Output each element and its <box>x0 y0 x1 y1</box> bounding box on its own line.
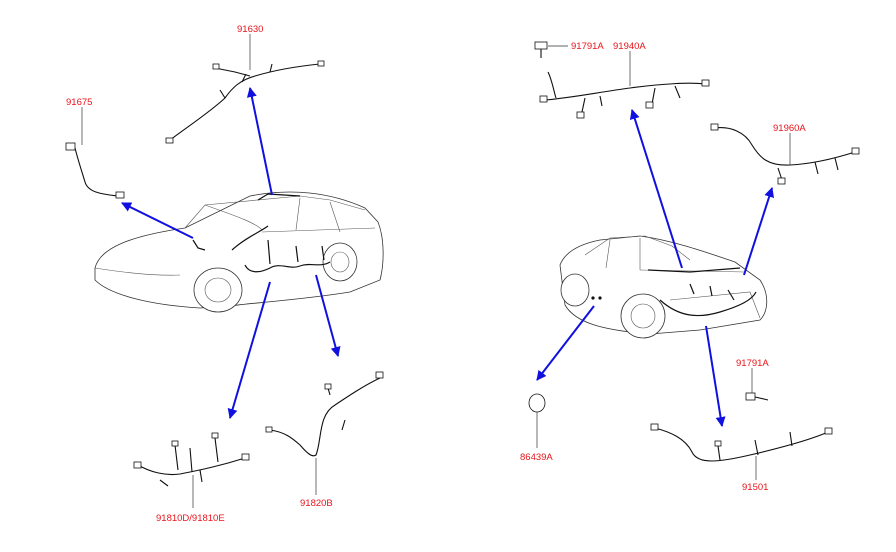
front-car-illustration <box>94 191 384 313</box>
harness-91820b <box>265 371 384 457</box>
arrow-to-91501 <box>705 325 726 427</box>
harness-91630 <box>165 60 325 144</box>
arrow-to-86439a <box>536 305 595 381</box>
label-91675: 91675 <box>66 97 92 108</box>
connector-91791a-bottom <box>745 392 769 401</box>
arrow-to-91960a <box>743 187 775 276</box>
callout-arrows <box>121 87 775 427</box>
label-91820b: 91820B <box>300 498 333 509</box>
label-91940a: 91940A <box>613 41 646 52</box>
harness-91940a <box>539 71 710 119</box>
arrow-to-91810 <box>227 281 271 419</box>
leader-lines <box>81 34 791 508</box>
arrow-to-91820b <box>315 274 341 357</box>
harness-91501 <box>650 423 833 462</box>
harness-91810d-91810e <box>133 432 250 487</box>
label-91791a-bottom: 91791A <box>736 358 769 369</box>
part-labels: 91630 91675 91810D/91810E 91820B 91791A … <box>66 24 806 524</box>
label-86439a: 86439A <box>520 452 553 463</box>
rear-car-illustration <box>559 235 768 339</box>
arrow-to-91675 <box>121 202 194 239</box>
connector-91791a-top <box>534 41 548 58</box>
label-91960a: 91960A <box>773 123 806 134</box>
part-86439a <box>528 393 546 413</box>
arrow-to-91940a <box>629 109 683 269</box>
arrow-to-91630 <box>246 87 273 196</box>
label-91791a-top: 91791A <box>571 41 604 52</box>
label-91810d-91810e: 91810D/91810E <box>156 513 225 524</box>
harness-91675 <box>65 142 125 199</box>
label-91501: 91501 <box>742 482 768 493</box>
label-91630: 91630 <box>237 24 263 35</box>
harness-91960a <box>710 123 860 185</box>
